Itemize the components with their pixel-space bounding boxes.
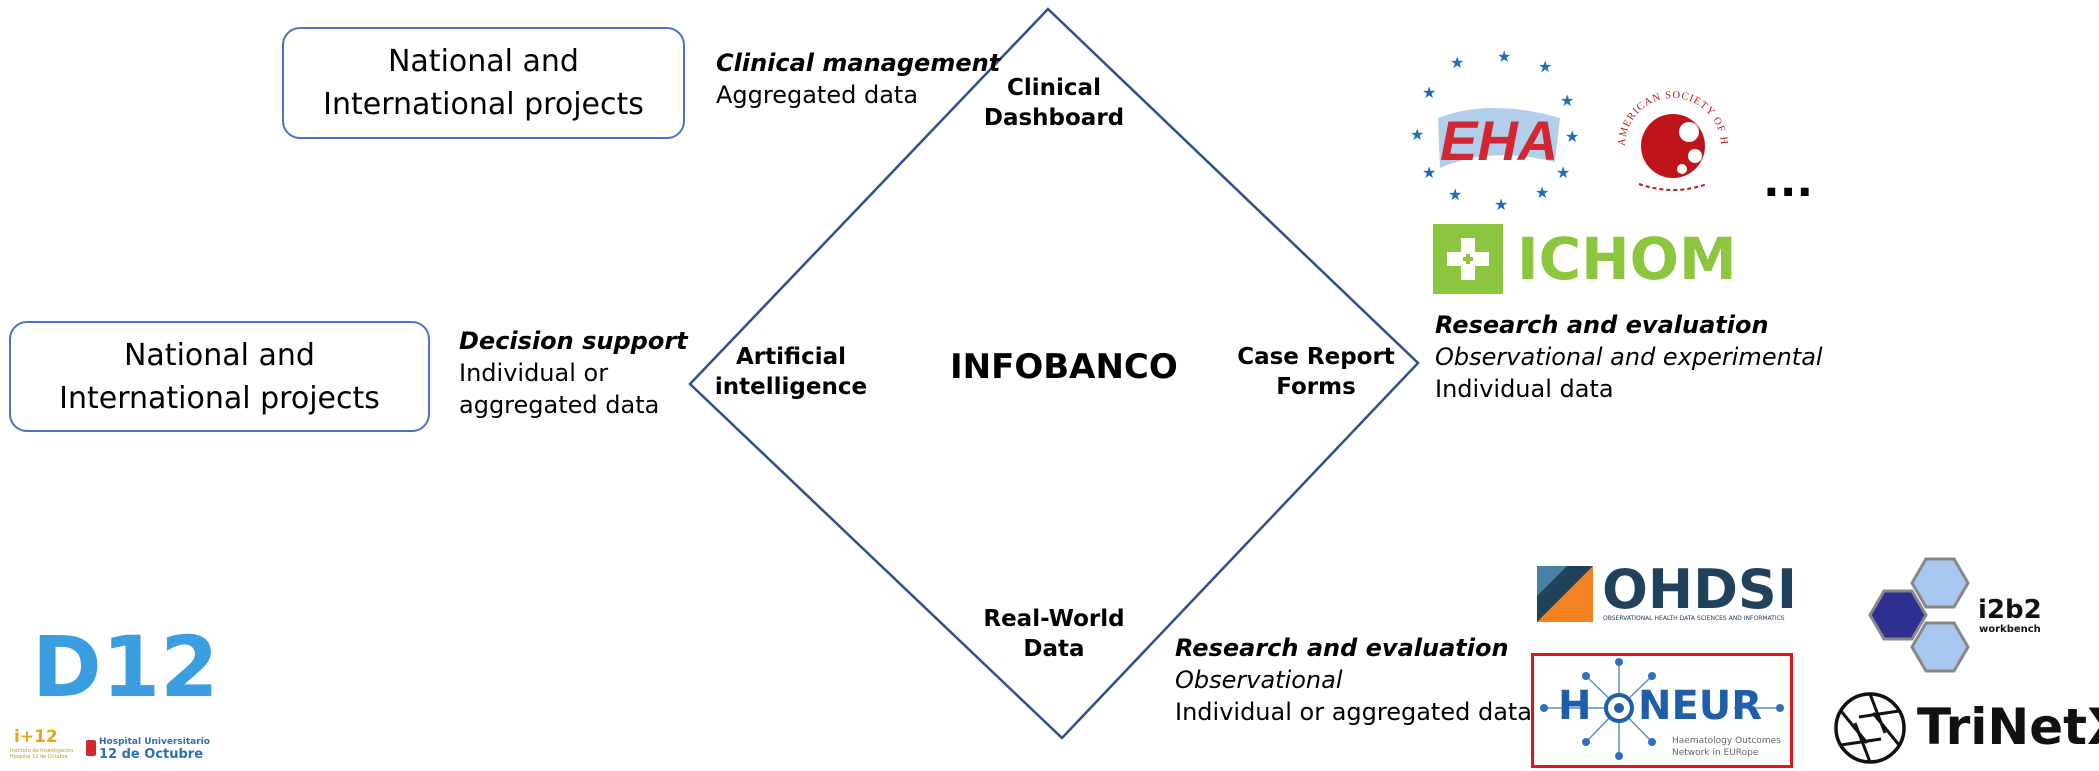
annotation-clinical-line1: Aggregated data xyxy=(716,81,919,109)
ichom-icon xyxy=(1433,224,1503,294)
annotation-clinical-title: Clinical management xyxy=(716,49,1001,77)
honeur-subtitle-2: Network in EURope xyxy=(1672,748,1759,758)
svg-text:★: ★ xyxy=(1494,197,1508,214)
annotation-research-bottom-title: Research and evaluation xyxy=(1175,634,1509,662)
ash-logo: AMERICAN SOCIETY OF HEMATOLOGY xyxy=(1605,72,1728,191)
hospital-name-1: Hospital Universitario xyxy=(99,737,210,747)
annotation-research-right-line1: Observational and experimental xyxy=(1435,343,1823,371)
svg-text:★: ★ xyxy=(1565,129,1579,146)
svg-text:★: ★ xyxy=(1497,50,1511,66)
svg-text:★: ★ xyxy=(1450,55,1464,72)
annotation-research-right-title: Research and evaluation xyxy=(1435,311,1769,339)
projects-box-left: National and International projects xyxy=(9,321,430,432)
svg-text:★: ★ xyxy=(1538,59,1552,76)
annotation-decision-support: Decision support Individual or aggregate… xyxy=(459,325,688,421)
corner-real-world-data: Real-World Data xyxy=(983,606,1125,662)
i12-logo-text: i+12 xyxy=(14,727,58,747)
svg-text:★: ★ xyxy=(1422,165,1436,182)
annotation-research-bottom-line2: Individual or aggregated data xyxy=(1175,698,1533,726)
corner-artificial-intelligence: Artificial intelligence xyxy=(714,344,868,400)
i2b2-hexagon-icon xyxy=(1868,557,1970,673)
annotation-research-bottom: Research and evaluation Observational In… xyxy=(1175,632,1532,728)
eha-stars: ★ ★ ★ ★ ★ ★ ★ ★ ★ ★ ★ ★ xyxy=(1410,50,1579,214)
i2b2-subtitle: workbench xyxy=(1979,624,2041,635)
annotation-clinical-management: Clinical management Aggregated data xyxy=(716,47,1000,111)
i2b2-text: i2b2 xyxy=(1978,595,2042,625)
annotation-decision-line1: Individual or xyxy=(459,359,609,387)
hospital-icon xyxy=(86,740,96,756)
projects-box-top-label: National and International projects xyxy=(323,44,644,122)
annotation-decision-line2: aggregated data xyxy=(459,391,660,419)
d12-text: D12 xyxy=(32,618,219,716)
corner-clinical-dashboard: Clinical Dashboard xyxy=(983,75,1125,131)
honeur-network-icon xyxy=(1540,658,1784,760)
ichom-text: ICHOM xyxy=(1517,225,1737,293)
projects-box-top: National and International projects xyxy=(282,27,685,139)
honeur-subtitle-1: Haematology Outcomes xyxy=(1672,736,1781,746)
d12-logo-text: D12 xyxy=(32,625,219,709)
i12-subtitle: Instituto de Investigación Hospital 12 d… xyxy=(10,748,74,760)
honeur-logo: H NEUR Haematology Outcomes Network in E… xyxy=(1531,653,1793,768)
corner-case-report-forms: Case Report Forms xyxy=(1237,344,1395,400)
ohdsi-icon xyxy=(1537,566,1593,622)
annotation-research-right: Research and evaluation Observational an… xyxy=(1435,309,1823,405)
projects-box-left-label: National and International projects xyxy=(59,337,380,416)
eha-text: EHA xyxy=(1440,109,1558,172)
infobanco-title: INFOBANCO xyxy=(950,347,1178,387)
more-logos-ellipsis: ... xyxy=(1763,156,1814,207)
annotation-decision-title: Decision support xyxy=(459,327,688,355)
ohdsi-text: OHDSI xyxy=(1602,558,1797,621)
honeur-text-neur: NEUR xyxy=(1638,683,1763,729)
eha-logo: ★ ★ ★ ★ ★ ★ ★ ★ ★ ★ ★ ★ EHA xyxy=(1410,50,1579,214)
annotation-research-bottom-line1: Observational xyxy=(1175,666,1343,694)
trinetx-text: TriNetX xyxy=(1917,698,2099,756)
svg-text:★: ★ xyxy=(1410,127,1424,144)
svg-text:★: ★ xyxy=(1556,165,1570,182)
svg-text:★: ★ xyxy=(1422,85,1436,102)
honeur-text-h: H xyxy=(1558,683,1592,729)
svg-text:★: ★ xyxy=(1535,185,1549,202)
annotation-research-right-line2: Individual data xyxy=(1435,375,1614,403)
svg-text:★: ★ xyxy=(1560,93,1574,110)
hospital-name-2: 12 de Octubre xyxy=(99,747,204,762)
trinetx-aperture-icon xyxy=(1834,692,1906,764)
svg-text:★: ★ xyxy=(1448,187,1462,204)
ohdsi-subtitle: OBSERVATIONAL HEALTH DATA SCIENCES AND I… xyxy=(1603,615,1785,622)
